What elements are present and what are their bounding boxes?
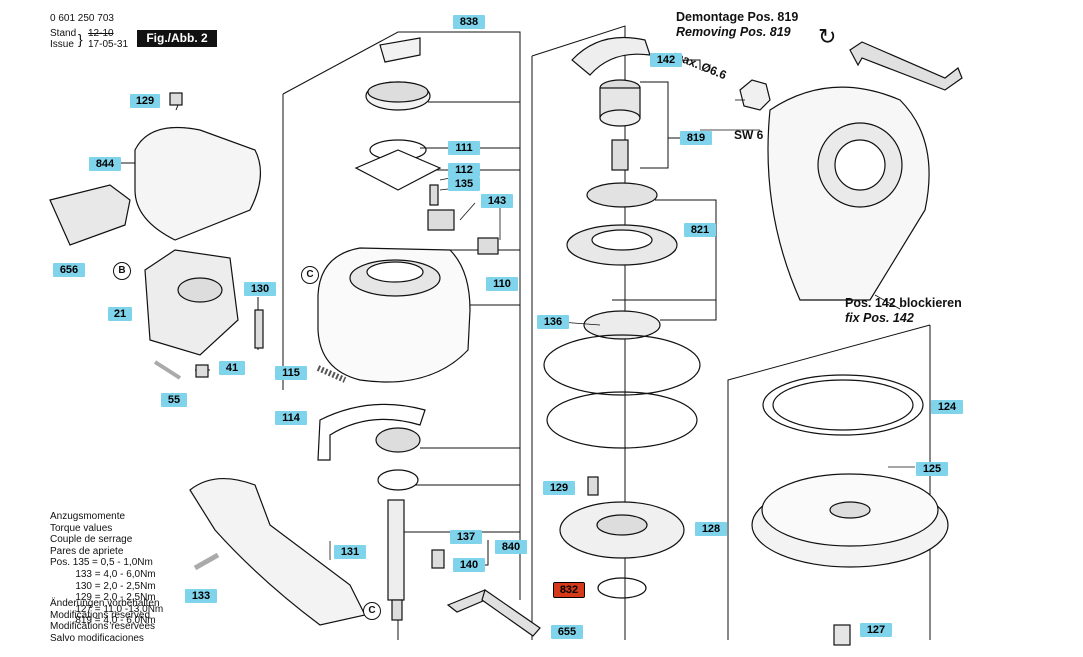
part-label-111[interactable]: 111: [448, 141, 480, 155]
stand-label: Stand: [50, 28, 77, 39]
part-label-130[interactable]: 130: [244, 282, 276, 296]
figure-label: Fig./Abb. 2: [137, 30, 217, 47]
part-label-115[interactable]: 115: [275, 366, 307, 380]
block-note-de: Pos. 142 blockieren: [845, 296, 962, 310]
torque-row: 130 = 2,0 - 2,5Nm: [75, 580, 156, 592]
part-label-655[interactable]: 655: [551, 625, 583, 639]
brace-glyph: }: [78, 31, 83, 47]
part-label-124[interactable]: 124: [931, 400, 963, 414]
part-label-844[interactable]: 844: [89, 157, 121, 171]
part-label-838[interactable]: 838: [453, 15, 485, 29]
part-label-41[interactable]: 41: [219, 361, 245, 375]
part-label-55[interactable]: 55: [161, 393, 187, 407]
part-label-129-b[interactable]: 129: [543, 481, 575, 495]
part-label-832[interactable]: 832: [553, 582, 585, 598]
part-label-127[interactable]: 127: [860, 623, 892, 637]
part-label-125[interactable]: 125: [916, 462, 948, 476]
document-number: 0 601 250 703: [50, 13, 114, 24]
stand-value: 12-10: [88, 28, 114, 39]
part-label-21[interactable]: 21: [108, 307, 132, 321]
issue-label: Issue: [50, 39, 74, 50]
part-label-840[interactable]: 840: [495, 540, 527, 554]
modifications-note: Änderungen vorbehalten Modifications res…: [50, 598, 160, 644]
torque-row: 819 = 4,0 - 6,0Nm: [75, 615, 156, 627]
part-label-143[interactable]: 143: [481, 194, 513, 208]
part-label-656[interactable]: 656: [53, 263, 85, 277]
issue-value: 17-05-31: [88, 39, 129, 50]
part-label-140[interactable]: 140: [453, 558, 485, 572]
part-label-128[interactable]: 128: [695, 522, 727, 536]
part-label-135[interactable]: 135: [448, 177, 480, 191]
reference-mark-b: B: [113, 262, 131, 280]
wrench-size-label: SW 6: [734, 128, 764, 142]
torque-row: 133 = 4,0 - 6,0Nm: [75, 568, 156, 580]
torque-title-de: Anzugsmomente: [50, 511, 126, 522]
rotate-arrow-icon: ↻: [818, 24, 837, 49]
part-label-819[interactable]: 819: [680, 131, 712, 145]
torque-row: 127 = 11,0 -13,0Nm: [75, 603, 164, 615]
torque-table: Anzugsmomente Torque values Couple de se…: [50, 511, 163, 627]
part-label-142[interactable]: 142: [650, 53, 682, 67]
torque-title-es: Pares de apriete: [50, 545, 124, 557]
part-label-131[interactable]: 131: [334, 545, 366, 559]
part-label-114[interactable]: 114: [275, 411, 307, 425]
part-label-110[interactable]: 110: [486, 277, 518, 291]
torque-row: Pos. 135= 0,5 - 1,0Nm: [50, 557, 153, 569]
detail-title-en: Removing Pos. 819: [676, 25, 791, 39]
block-note-en: fix Pos. 142: [845, 311, 914, 325]
part-label-133[interactable]: 133: [185, 589, 217, 603]
detail-title-de: Demontage Pos. 819: [676, 10, 799, 24]
part-label-112[interactable]: 112: [448, 163, 480, 177]
torque-title-fr: Couple de serrage: [50, 534, 133, 546]
torque-title-en: Torque values: [50, 522, 113, 534]
torque-row: 129 = 2,0 - 2,5Nm: [75, 592, 156, 604]
part-label-129[interactable]: 129: [130, 94, 160, 108]
part-label-137[interactable]: 137: [450, 530, 482, 544]
part-label-821[interactable]: 821: [684, 223, 716, 237]
reference-mark-c: C: [301, 266, 319, 284]
part-label-136[interactable]: 136: [537, 315, 569, 329]
reference-mark-c: C: [363, 602, 381, 620]
